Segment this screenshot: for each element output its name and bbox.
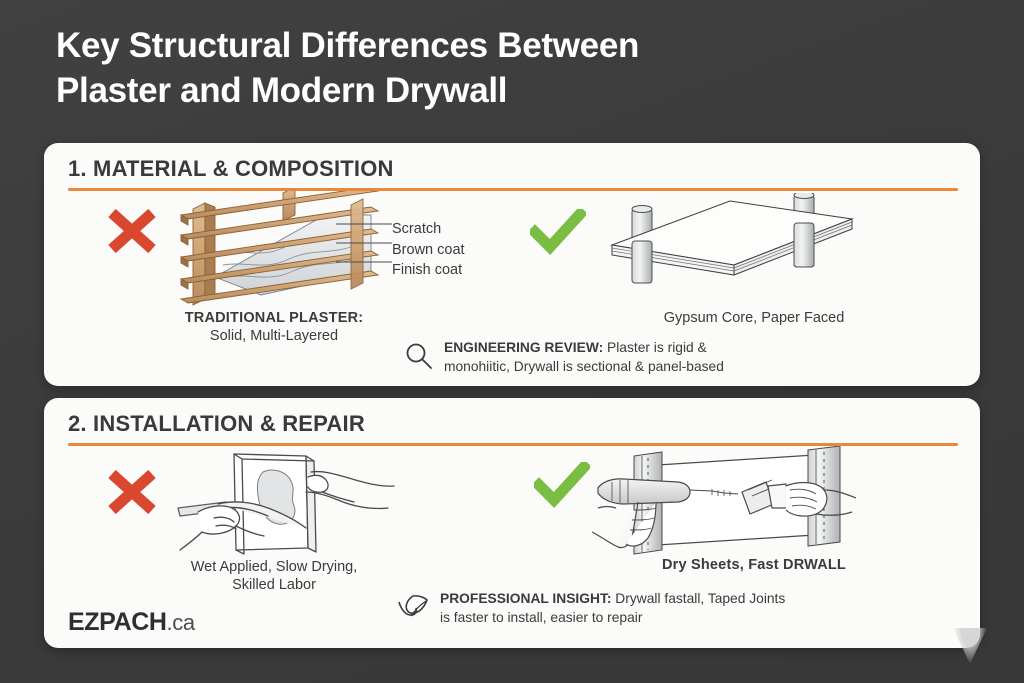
- card-installation-repair: 2. INSTALLATION & REPAIR: [44, 398, 980, 648]
- leaf-icon: [396, 592, 430, 627]
- drywall-panel-caption: Gypsum Core, Paper Faced: [564, 309, 944, 327]
- engineering-review-label: ENGINEERING REVIEW:: [444, 340, 604, 355]
- wet-applied-caption-line-2: Skilled Labor: [232, 577, 316, 594]
- page-title: Key Structural Differences Between Plast…: [56, 24, 936, 114]
- professional-insight-label: PROFESSIONAL INSIGHT:: [440, 591, 612, 606]
- dry-sheets-caption: Dry Sheets, Fast DRWALL: [564, 556, 944, 574]
- cross-icon: [104, 205, 160, 257]
- traditional-plaster-caption-normal: Solid, Multi-Layered: [209, 328, 339, 345]
- page-title-line-2: Plaster and Modern Drywall: [56, 70, 508, 110]
- brand-logo-name: EZPACH: [68, 608, 167, 636]
- card-1-divider: [68, 188, 958, 191]
- wet-applied-caption-line-1: Wet Applied, Slow Drying,: [190, 559, 358, 575]
- card-1-heading: 1. MATERIAL & COMPOSITION: [68, 156, 394, 181]
- wet-applied-caption: Wet Applied, Slow Drying, Skilled Labor: [89, 558, 459, 594]
- brand-logo-tld: .ca: [166, 610, 196, 635]
- hands-troweling-plaster-diagram: [177, 453, 395, 555]
- cross-icon: [104, 466, 160, 518]
- lath-layer-labels: Scratch Brown coat Finish coat: [392, 219, 465, 281]
- card-2-divider: [68, 443, 958, 446]
- engineering-review-note: ENGINEERING REVIEW: Plaster is rigid & m…: [404, 339, 724, 377]
- brand-logo: EZPACH.ca: [68, 608, 195, 637]
- card-2-heading: 2. INSTALLATION & REPAIR: [68, 411, 365, 436]
- drywall-panel-caption-normal: Gypsum Core, Paper Faced: [663, 310, 845, 326]
- professional-insight-note: PROFESSIONAL INSIGHT: Drywall fastall, T…: [396, 590, 785, 628]
- traditional-plaster-caption-strong: TRADITIONAL PLASTER:: [184, 310, 364, 326]
- lath-label-scratch: Scratch: [392, 221, 442, 237]
- lath-label-leader-lines: [336, 223, 392, 263]
- professional-insight-body-1: Drywall fastall, Taped Joints: [611, 591, 786, 606]
- professional-insight-text: PROFESSIONAL INSIGHT: Drywall fastall, T…: [440, 590, 785, 628]
- lath-label-brown-coat: Brown coat: [392, 241, 465, 258]
- page-title-line-1: Key Structural Differences Between: [56, 26, 640, 65]
- drill-and-taping-knife-diagram: [591, 446, 857, 555]
- check-icon: [534, 462, 590, 508]
- lath-label-finish-coat: Finish coat: [392, 262, 463, 279]
- engineering-review-text: ENGINEERING REVIEW: Plaster is rigid & m…: [444, 339, 724, 377]
- card-material-composition: 1. MATERIAL & COMPOSITION: [44, 143, 980, 386]
- dry-sheets-caption-strong: Dry Sheets, Fast DRWALL: [661, 557, 846, 573]
- magnifier-icon: [404, 341, 434, 376]
- professional-insight-body-2: is faster to install, easier to repair: [440, 609, 643, 625]
- engineering-review-body-1: Plaster is rigid &: [603, 340, 707, 355]
- lath-and-plaster-wall-diagram: [179, 191, 380, 306]
- check-icon: [530, 209, 586, 255]
- engineering-review-body-2: monohiitic, Drywall is sectional & panel…: [444, 358, 724, 374]
- traditional-plaster-caption: TRADITIONAL PLASTER: Solid, Multi-Layere…: [104, 309, 444, 345]
- drywall-panel-on-studs-diagram: [610, 193, 854, 284]
